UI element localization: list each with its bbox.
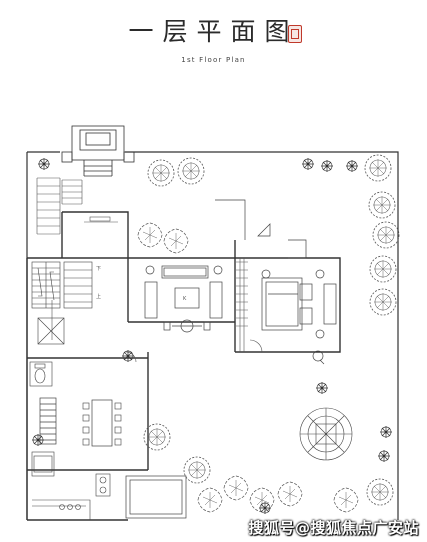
courtyard-boundary: [26, 151, 399, 520]
interior-lines: [51, 216, 263, 363]
entry-portico: [61, 125, 135, 177]
dining-table-icon: [39, 397, 122, 447]
stair-label-up: 上: [96, 293, 101, 300]
stair-label-down: 下: [96, 266, 101, 272]
watermark: 搜狐号@搜狐焦点广安站: [248, 519, 419, 537]
seal-icon: [288, 25, 302, 43]
pergola: [299, 407, 353, 461]
page-subtitle: 1st Floor Plan: [181, 56, 246, 64]
building-walls: [26, 211, 341, 521]
courtyard-features: [125, 199, 325, 519]
page-title: 一层平面图: [128, 17, 299, 46]
toilet-icon: [29, 361, 53, 387]
stair-icon: [31, 261, 93, 309]
kitchen: [31, 451, 111, 520]
elevator-shaft: [37, 317, 65, 345]
sofa-icon: [144, 265, 223, 333]
shrub-icon: [137, 222, 359, 513]
terrace-steps: [36, 177, 83, 235]
bed-icon: [261, 269, 337, 339]
table-mark: K: [183, 296, 187, 302]
